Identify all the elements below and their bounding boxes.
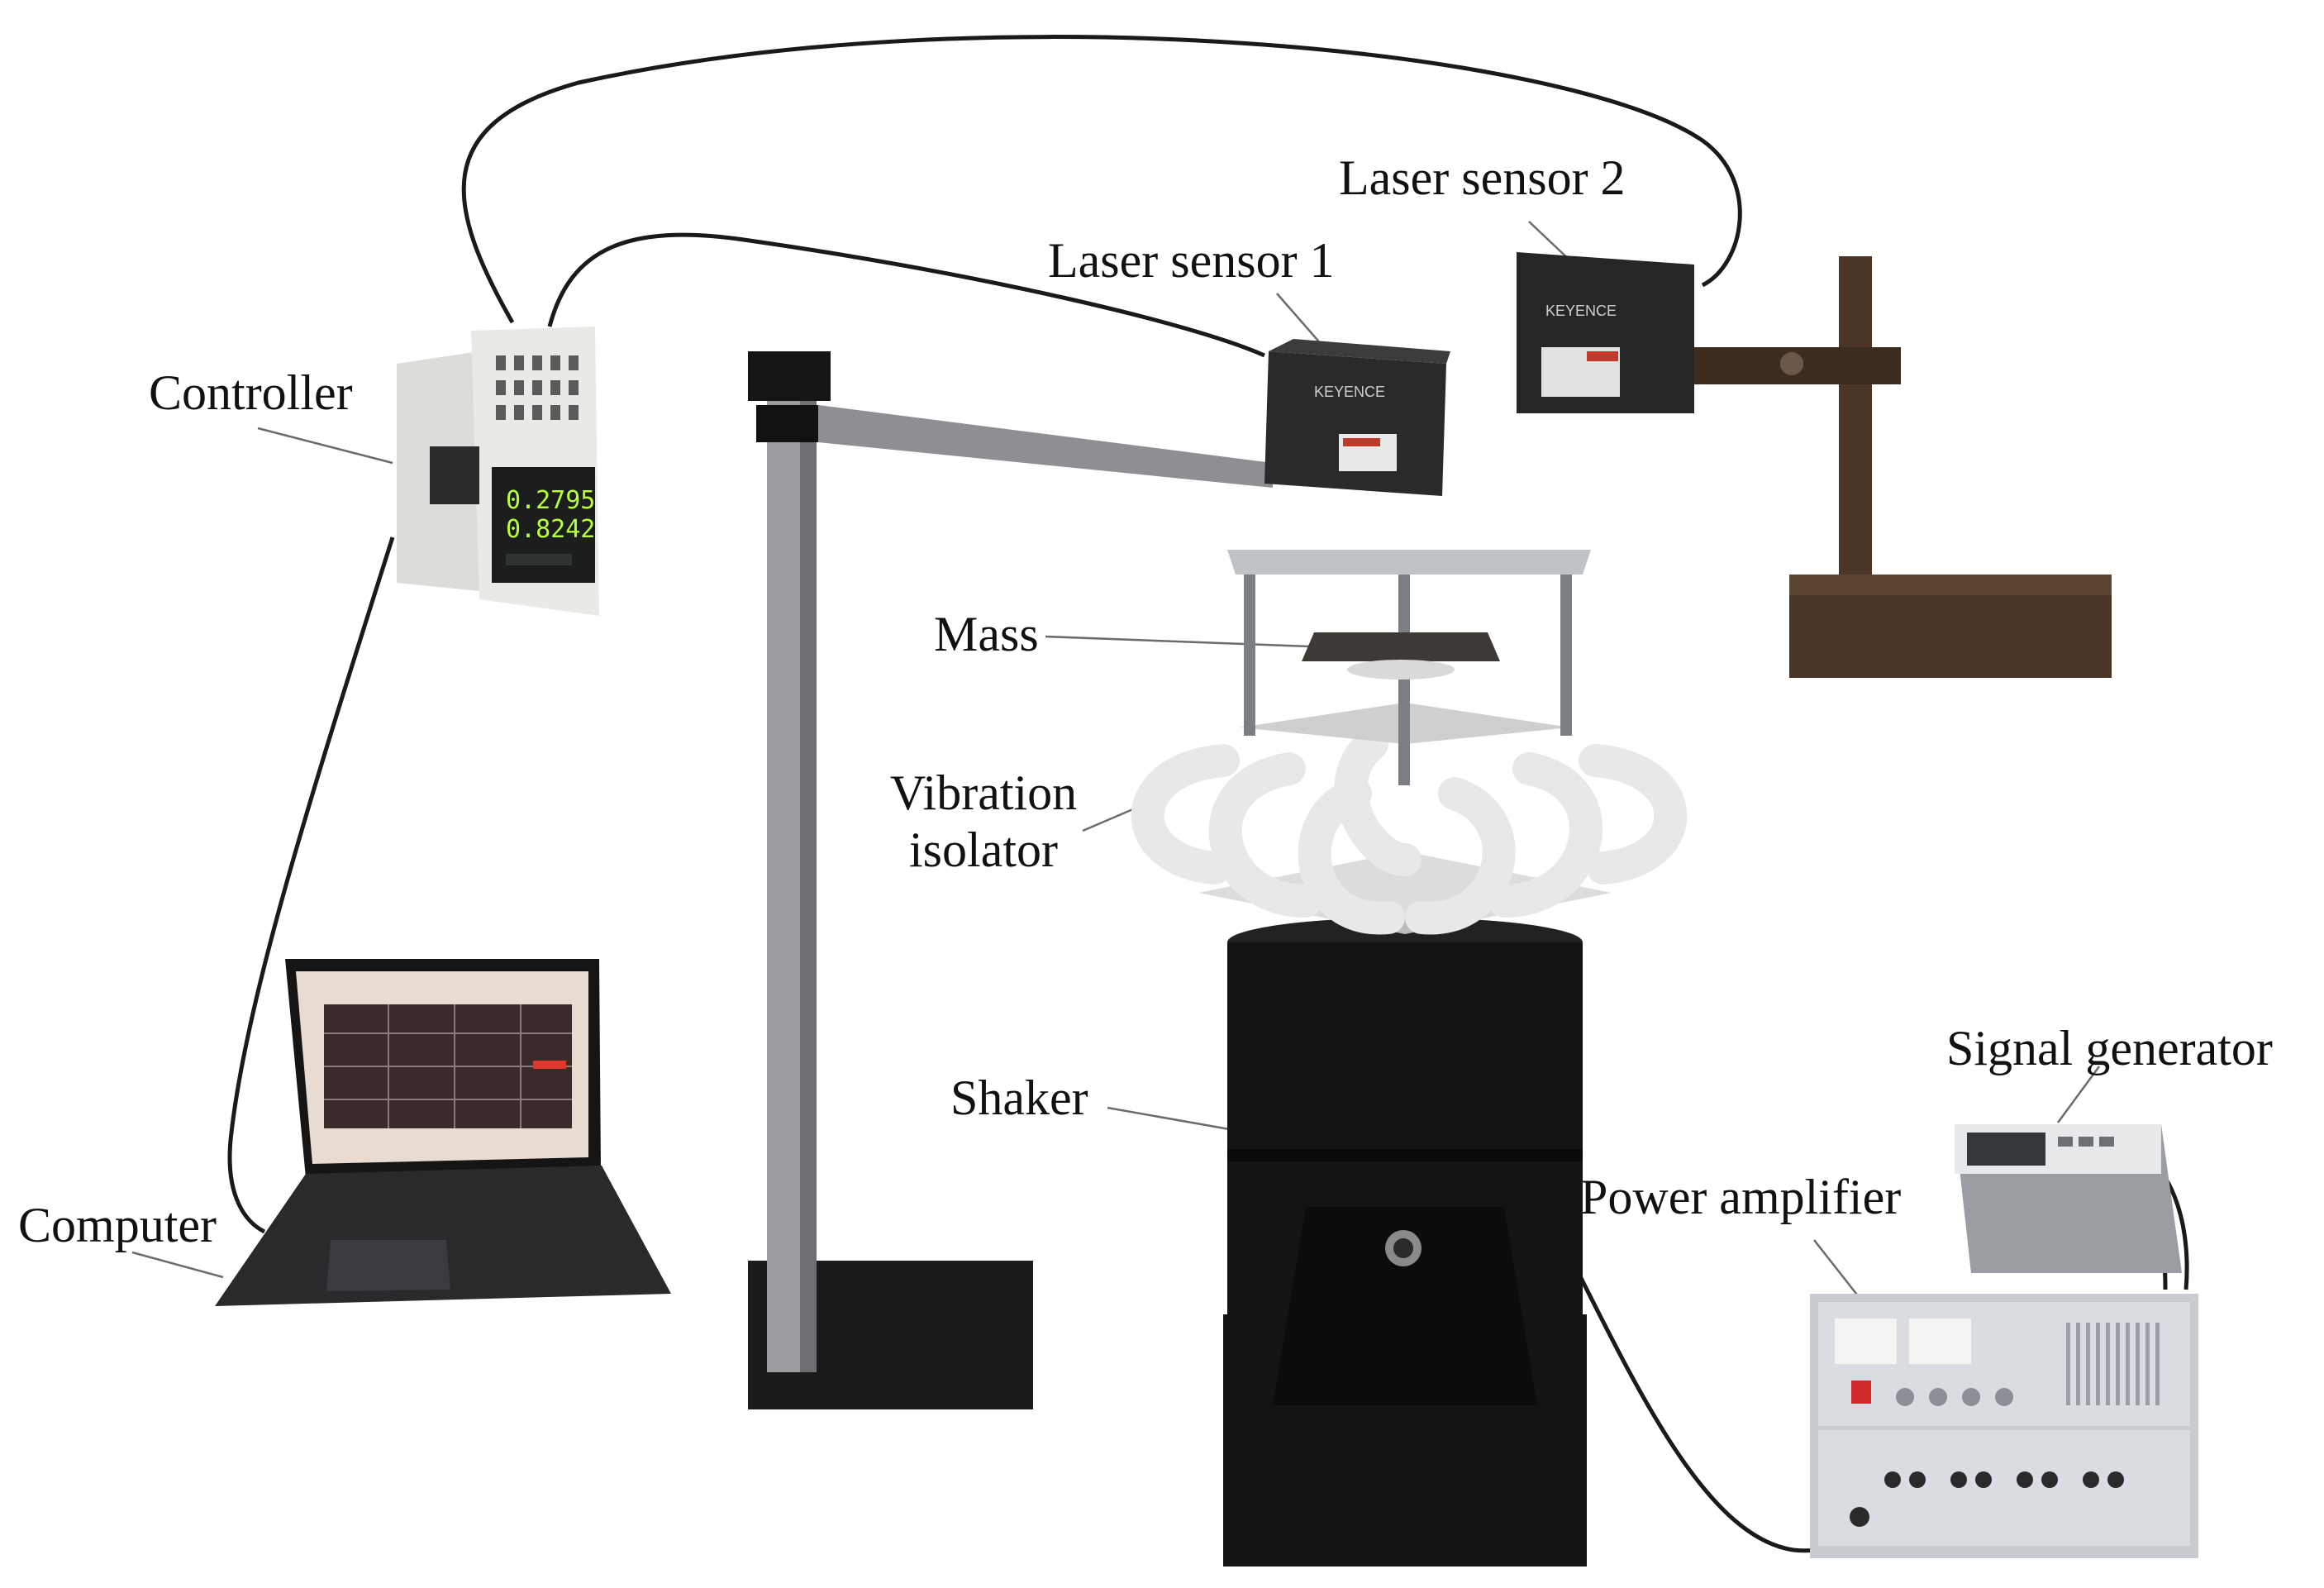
label-mass: Mass	[934, 607, 1039, 661]
stand-pole-shade	[800, 372, 817, 1372]
power-amplifier-lower-panel	[1818, 1430, 2190, 1546]
power-amplifier-meter-2	[1909, 1319, 1971, 1364]
isolator-rod-right	[1560, 570, 1572, 736]
isolator-ring-5	[1488, 752, 1603, 918]
leader-controller	[257, 427, 393, 465]
laser-sensor-1: KEYENCE	[1264, 339, 1450, 496]
isolator-ring-3	[1298, 777, 1405, 935]
cable-controller-to-laser-2	[461, 35, 1742, 324]
label-signal-generator: Signal generator	[1946, 1021, 2273, 1075]
label-shaker: Shaker	[950, 1071, 1088, 1125]
label-laser-sensor-1: Laser sensor 1	[1048, 233, 1335, 288]
leader-computer	[131, 1251, 224, 1279]
stand-arm-collar	[756, 405, 818, 442]
stand-arm	[818, 405, 1273, 488]
signal-generator-device	[1955, 1124, 2182, 1273]
laser-sensor-1-brand: KEYENCE	[1314, 384, 1385, 400]
rust-post	[1839, 256, 1872, 587]
laser-sensor-2: KEYENCE	[1517, 252, 1694, 413]
power-amplifier-device	[1810, 1294, 2198, 1558]
label-computer: Computer	[18, 1198, 217, 1252]
controller-connector	[430, 446, 479, 504]
cable-controller-to-laser-1	[547, 232, 1266, 358]
isolator-ring-7	[1334, 727, 1422, 876]
cable-controller-to-computer	[227, 536, 395, 1234]
label-laser-sensor-2: Laser sensor 2	[1339, 150, 1626, 205]
leader-vibration-isolator	[1082, 804, 1141, 832]
isolator-ring-1	[1131, 744, 1240, 885]
stand-clamp	[748, 351, 831, 401]
isolator-top-plate	[1227, 550, 1591, 575]
laptop-computer	[215, 959, 671, 1306]
controller-device: 0.2795 0.8242	[397, 327, 599, 616]
power-amplifier-meter-1	[1835, 1319, 1897, 1364]
controller-reading-top: 0.2795	[506, 486, 595, 515]
vibration-isolator-assembly	[1131, 550, 1688, 935]
leader-signal-generator	[2056, 1066, 2101, 1123]
laser-sensor-1-body	[1264, 351, 1446, 496]
isolator-ring-6	[1579, 744, 1688, 885]
leader-shaker	[1107, 1106, 1249, 1134]
rust-beam-shade	[1789, 575, 2112, 595]
label-vibration-isolator: Vibration isolator	[872, 765, 1095, 879]
leader-laser-sensor-1	[1276, 293, 1323, 346]
sensor-1-stand	[748, 351, 1273, 1409]
label-vibration-isolator-line1: Vibration	[889, 765, 1078, 820]
power-amplifier-switch	[1851, 1381, 1871, 1404]
leader-mass	[1045, 635, 1311, 648]
signal-generator-screen	[1967, 1133, 2045, 1166]
laptop-touchpad	[326, 1240, 450, 1291]
laser-sensor-2-brand: KEYENCE	[1545, 303, 1617, 319]
isolator-rod-left	[1244, 570, 1255, 736]
rust-bolt	[1780, 352, 1803, 375]
isolator-ring-2	[1208, 752, 1322, 918]
isolator-ring-4	[1405, 777, 1516, 935]
controller-reading-bottom: 0.8242	[506, 515, 595, 544]
sensor-2-stand	[1678, 256, 2112, 678]
mass-block	[1302, 632, 1500, 661]
leader-lines	[131, 221, 2101, 1299]
label-vibration-isolator-line2: isolator	[909, 823, 1058, 877]
leader-power-amplifier	[1813, 1239, 1860, 1299]
shaker	[1223, 918, 1587, 1567]
label-power-amplifier: Power amplifier	[1580, 1170, 1902, 1224]
label-controller: Controller	[149, 365, 353, 420]
